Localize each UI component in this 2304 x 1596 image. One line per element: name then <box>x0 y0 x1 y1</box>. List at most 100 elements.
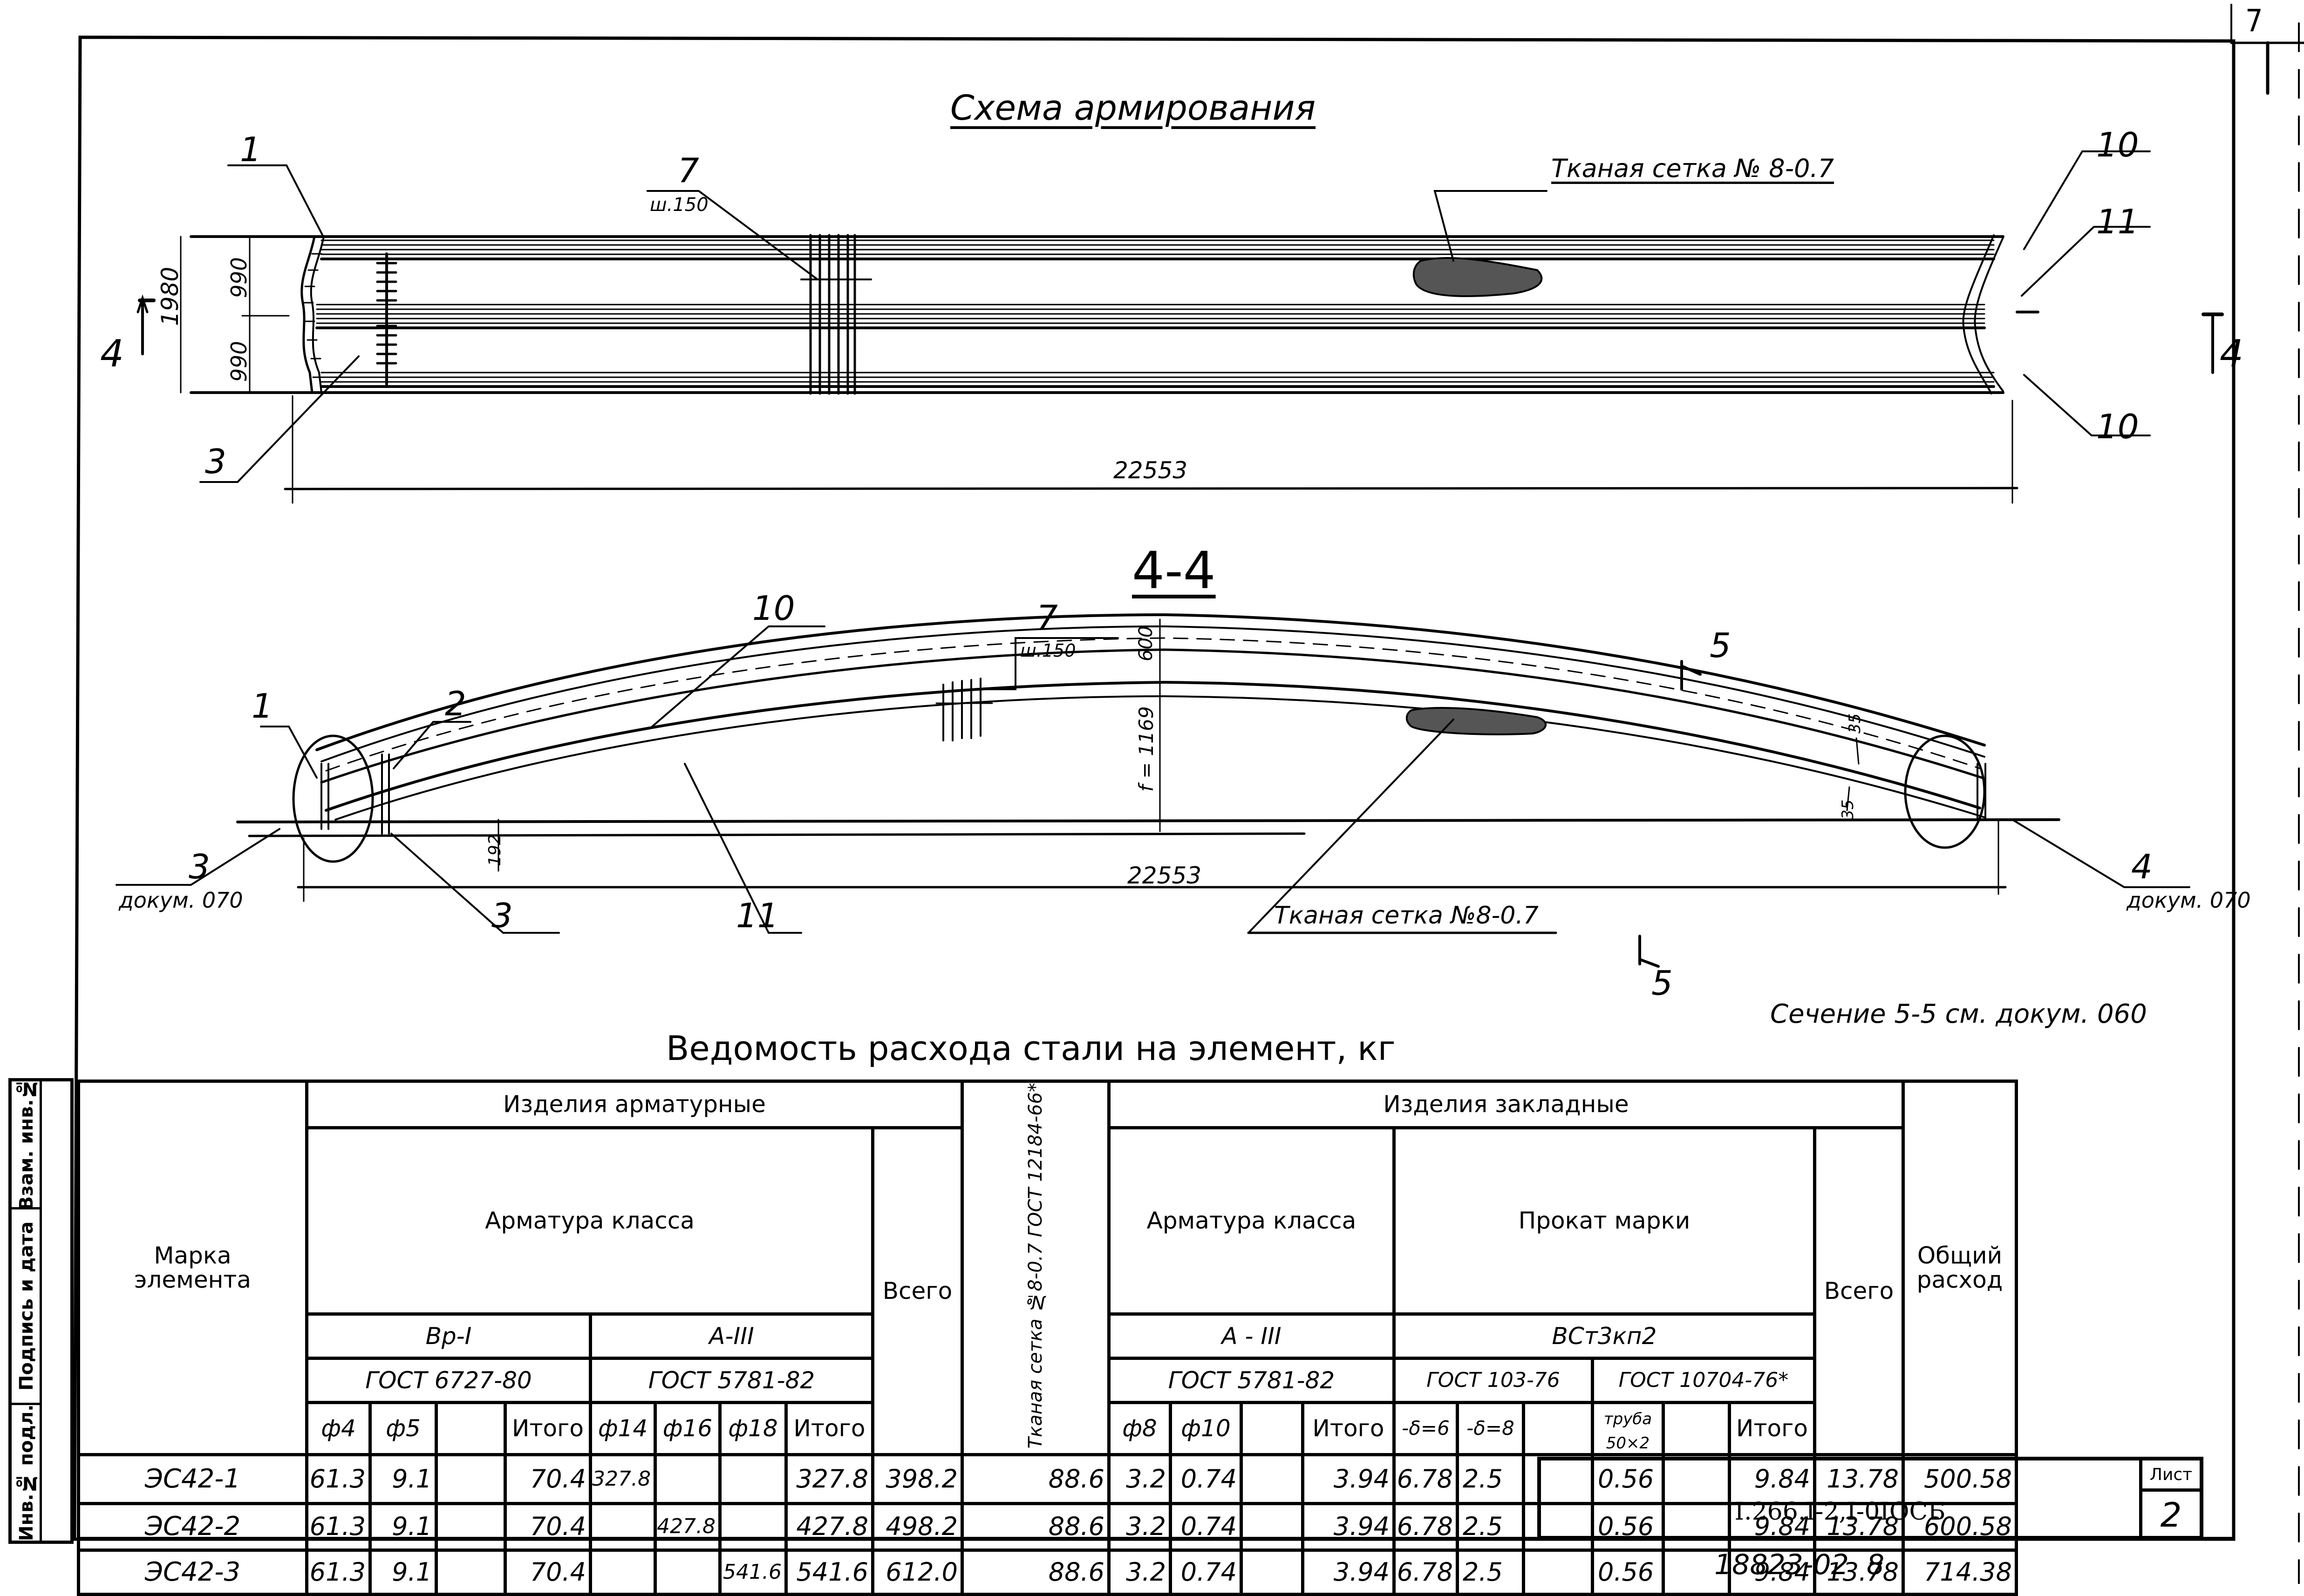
document-code: I.266.I-2,I-0IОСБ <box>1734 1498 1946 1526</box>
cell-itogo-4: 9.84 <box>1727 1501 1816 1552</box>
dim-half-top: 990 <box>226 257 252 298</box>
dim-rise: f = 1169 <box>1135 706 1158 792</box>
header-blank-1 <box>435 1400 507 1456</box>
cell-blank-3 <box>1521 1453 1594 1505</box>
header-mesh-column: Тканая сетка №8-0.7 ГОСТ 12184-66* <box>960 1080 1111 1456</box>
section-mark-5-top: 5 <box>1710 626 1731 665</box>
stamp-label-replaced-inv: Взам. инв.№ <box>16 1078 37 1211</box>
plan-mesh-label: Тканая сетка № 8-0.7 <box>1551 154 1834 183</box>
section-5-5-note: Сечение 5-5 см. докум. 060 <box>1770 999 2147 1029</box>
steel-consumption-table: Марка элемента Изделия арматурные Тканая… <box>77 1080 2018 1596</box>
header-mark: Марка элемента <box>77 1080 308 1456</box>
margin-stamp: Взам. инв.№ Подпись и дата Инв.№ подл. <box>8 1078 74 1544</box>
cell-d8: 3.2 <box>1107 1548 1172 1596</box>
dim-height-600: 600 <box>1135 625 1157 661</box>
dim-section-length: 22553 <box>1127 862 1202 889</box>
cell-blank-4 <box>1661 1453 1731 1505</box>
plan-callout-10-bottom: 10 <box>2096 407 2139 446</box>
sec-callout-4: 4 <box>2131 847 2153 886</box>
cell-total: 612.0 <box>871 1548 964 1596</box>
cell-d10: 0.74 <box>1168 1453 1243 1505</box>
header-embedded-products: Изделия закладные <box>1107 1080 1905 1129</box>
sheet-frame <box>73 35 2236 1541</box>
cell-grand-total: 714.38 <box>1901 1548 2018 1596</box>
header-emb-total: Всего <box>1813 1126 1905 1456</box>
cell-mesh: 88.6 <box>960 1548 1111 1596</box>
cell-itogo-1: 70.4 <box>504 1501 592 1552</box>
cell-itogo-3: 3.94 <box>1301 1453 1396 1505</box>
cell-d16 <box>654 1453 722 1505</box>
header-d10: ф10 <box>1168 1400 1243 1456</box>
cell-itogo-3: 3.94 <box>1301 1501 1396 1552</box>
plan-callout-7: 7 <box>678 151 699 190</box>
stamp-cell-replaced-inv: Взам. инв.№ <box>12 1078 40 1211</box>
cell-d14 <box>589 1548 657 1596</box>
cell-pipe: 0.56 <box>1590 1453 1665 1505</box>
cell-blank-1 <box>435 1453 507 1505</box>
cell-t6: 6.78 <box>1392 1501 1459 1552</box>
header-blank-3 <box>1521 1400 1594 1456</box>
cell-mesh: 88.6 <box>960 1453 1111 1505</box>
header-t6: -δ=6 <box>1392 1400 1459 1456</box>
section-4-4-title: 4-4 <box>1132 541 1216 600</box>
cell-itogo-2: 541.6 <box>784 1548 874 1596</box>
sec-callout-1: 1 <box>252 686 273 726</box>
stamp-cell-signature-date: Подпись и дата <box>12 1209 40 1405</box>
cell-d8: 3.2 <box>1107 1453 1172 1505</box>
cell-mark: ЭС42-2 <box>77 1501 308 1552</box>
cell-itogo-1: 70.4 <box>504 1548 592 1596</box>
header-rolled-steel: ВСт3кп2 <box>1392 1312 1816 1360</box>
sec-callout-4-ref: докум. 070 <box>2127 888 2251 913</box>
dim-half-bottom: 990 <box>226 341 252 382</box>
cell-d14 <box>589 1501 657 1552</box>
cell-total: 498.2 <box>871 1501 964 1552</box>
cell-itogo-2: 427.8 <box>784 1501 874 1552</box>
title-block: I.266.I-2,I-0IОСБ Лист 2 <box>1537 1457 2203 1541</box>
cell-total: 398.2 <box>871 1453 964 1505</box>
cell-d5: 9.1 <box>368 1548 438 1596</box>
header-pipe: труба 50×2 <box>1590 1400 1665 1456</box>
header-class-bp1: Вр-I <box>305 1312 592 1360</box>
header-d16: ф16 <box>654 1400 722 1456</box>
cell-d8: 3.2 <box>1107 1501 1172 1552</box>
header-reinforcing-products: Изделия арматурные <box>305 1080 964 1129</box>
cell-mark: ЭС42-3 <box>77 1548 308 1596</box>
section-mark-5-bottom: 5 <box>1651 964 1673 1003</box>
dim-total-width: 1980 <box>157 266 184 326</box>
steel-table-title: Ведомость расхода стали на элемент, кг <box>666 1029 1396 1068</box>
cell-d4: 61.3 <box>305 1453 372 1505</box>
header-gost-a3: ГОСТ 5781-82 <box>589 1356 874 1404</box>
sec-callout-2: 2 <box>445 684 466 723</box>
cell-t8: 2.5 <box>1455 1453 1525 1505</box>
sec-callout-11: 11 <box>736 896 779 935</box>
cell-itogo-3: 3.94 <box>1301 1548 1396 1596</box>
cell-t8: 2.5 <box>1455 1548 1525 1596</box>
table-row: ЭС42-1 61.3 9.1 70.4 327.8 327.8 398.2 8… <box>77 1453 2018 1505</box>
stamp-cell-original-inv: Инв.№ подл. <box>12 1404 40 1542</box>
plan-callout-10-top: 10 <box>2096 125 2139 164</box>
cell-itogo-1: 70.4 <box>504 1453 592 1505</box>
header-grand-total: Общий расход <box>1901 1080 2018 1456</box>
cell-d16: 427.8 <box>654 1501 722 1552</box>
header-t8: -δ=8 <box>1455 1400 1525 1456</box>
cell-t6: 6.78 <box>1392 1453 1459 1505</box>
cell-blank-2 <box>1239 1453 1304 1505</box>
header-rebar-class: Арматура класса <box>305 1126 874 1316</box>
section-mark-4-right: 4 <box>2220 332 2243 375</box>
header-itogo-2: Итого <box>784 1400 874 1456</box>
cell-itogo-4: 9.84 <box>1727 1453 1816 1505</box>
cell-d5: 9.1 <box>368 1501 438 1552</box>
header-itogo-4: Итого <box>1727 1400 1816 1456</box>
header-d5: ф5 <box>368 1400 438 1456</box>
cell-emb-total: 13.78 <box>1813 1501 1905 1552</box>
sec-callout-3-left-ref: докум. 070 <box>119 888 243 913</box>
header-itogo-1: Итого <box>504 1400 592 1456</box>
cell-d4: 61.3 <box>305 1501 372 1552</box>
header-rolled-grade: Прокат марки <box>1392 1126 1816 1316</box>
sec-callout-7-spacing: ш.150 <box>1020 640 1076 661</box>
cell-t8: 2.5 <box>1455 1501 1525 1552</box>
cell-d10: 0.74 <box>1168 1548 1243 1596</box>
stamp-label-original-inv: Инв.№ подл. <box>16 1404 37 1541</box>
cell-blank-4 <box>1661 1501 1731 1552</box>
archive-number: 18823-02 8 <box>1714 1548 1885 1581</box>
